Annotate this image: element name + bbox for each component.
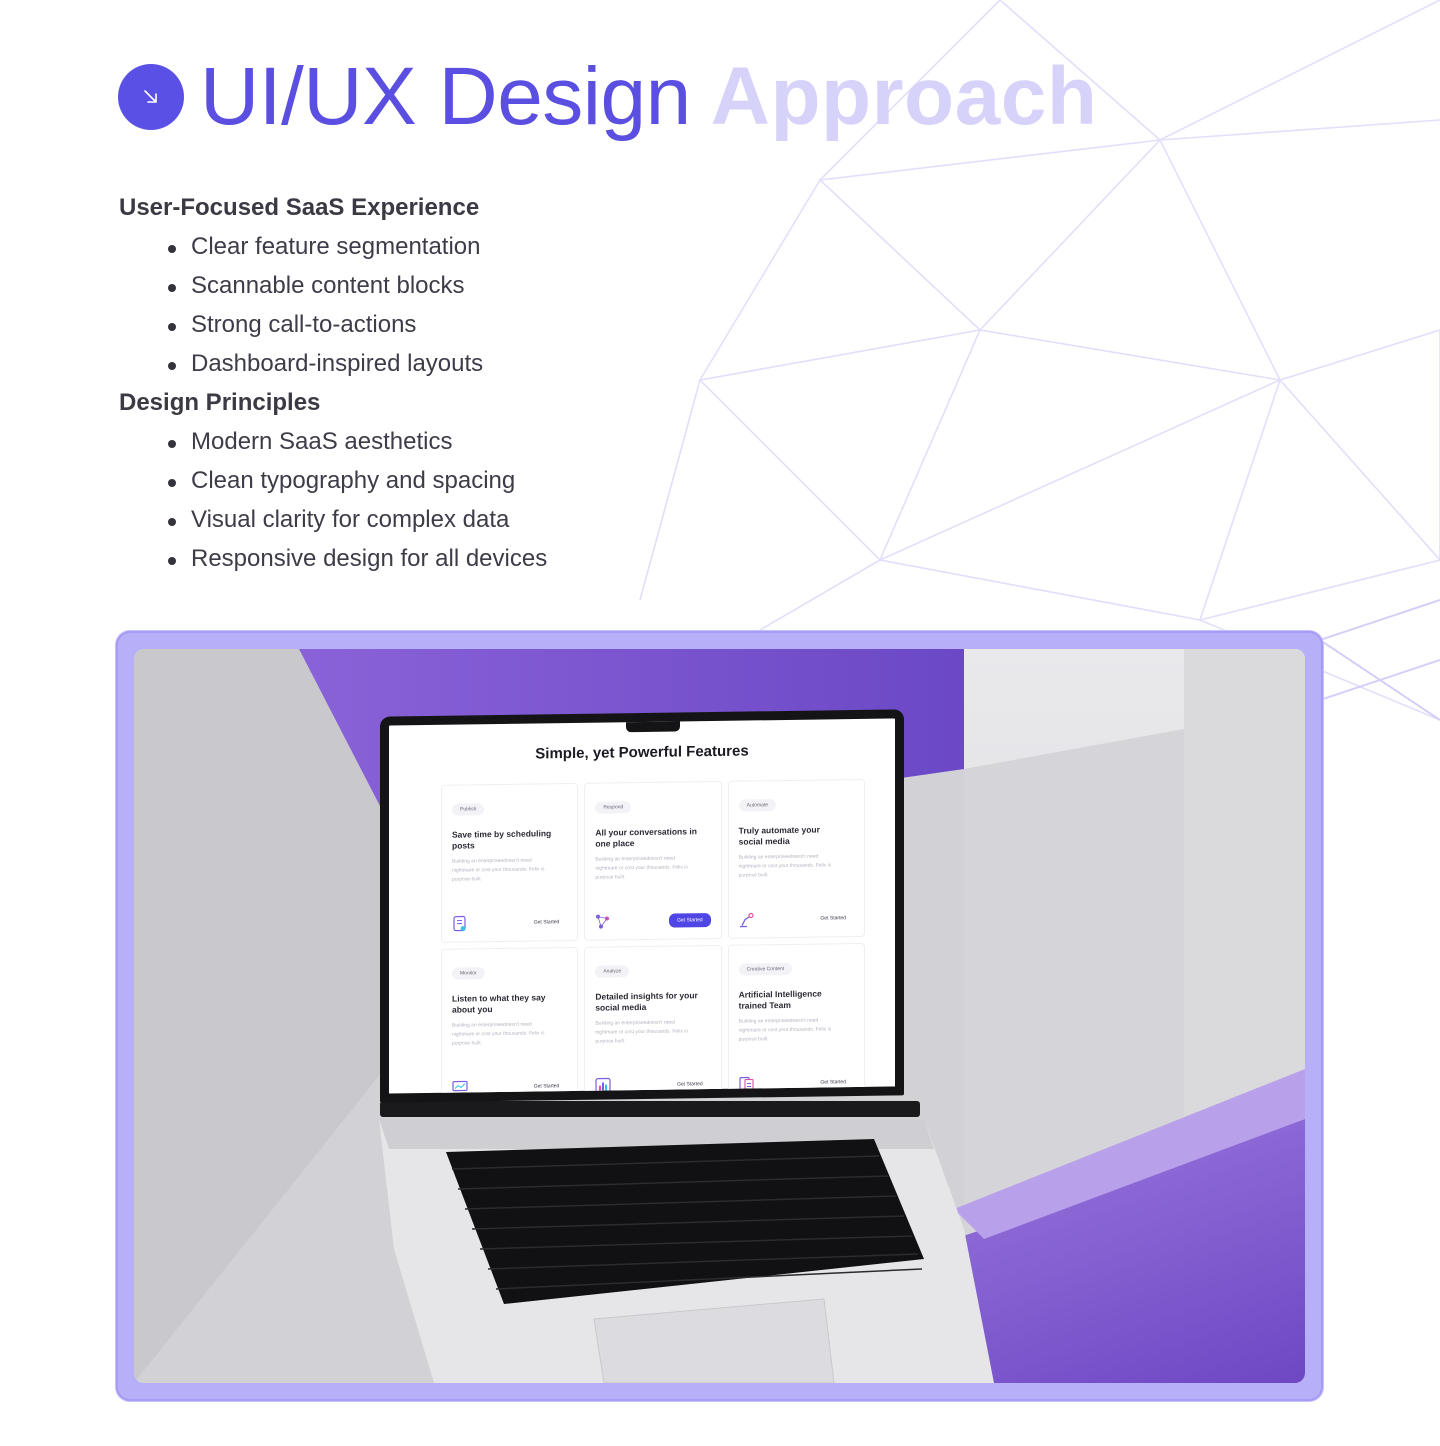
bullet-item: Visual clarity for complex data [167, 502, 819, 541]
nodes-icon [595, 913, 611, 929]
bullet-item: Responsive design for all devices [167, 541, 819, 580]
card-footer: Get Started [595, 1076, 710, 1094]
card-footer: Get Started [739, 1074, 854, 1092]
card-description: Building an enterpriseedoesn't need nigh… [452, 857, 545, 883]
feature-card-grid: Publish Save time by scheduling posts Bu… [441, 778, 865, 1103]
monitor-icon [452, 1079, 468, 1095]
showcase-frame: Simple, yet Powerful Features Publish Sa… [116, 631, 1323, 1401]
bullet-item: Clear feature segmentation [167, 229, 819, 268]
laptop-scene: Simple, yet Powerful Features Publish Sa… [134, 649, 1305, 1383]
bullet-item: Dashboard-inspired layouts [167, 346, 819, 385]
bullet-list-user-focused: Clear feature segmentation Scannable con… [167, 229, 819, 385]
bullet-item: Modern SaaS aesthetics [167, 424, 819, 463]
arrow-down-right-icon [144, 90, 157, 103]
card-footer: Get Started [595, 912, 711, 930]
heading-title: UI/UX Design [200, 51, 691, 142]
card-title: Save time by scheduling posts [452, 828, 552, 851]
page-heading: UI/UX Design Approach [118, 52, 1097, 142]
card-tag: Creative Content [738, 962, 793, 976]
card-tag: Publish [452, 803, 485, 816]
get-started-button[interactable]: Get Started [820, 1079, 846, 1086]
card-description: Building an enterpriseedoesn't need nigh… [738, 1017, 832, 1043]
card-title: All your conversations in one place [595, 826, 697, 849]
bar-chart-icon [595, 1077, 611, 1094]
robot-arm-icon [739, 911, 755, 928]
card-tag: Analyze [595, 965, 630, 978]
get-started-button[interactable]: Get Started [669, 913, 711, 928]
get-started-button[interactable]: Get Started [533, 919, 560, 926]
card-footer: Get Started [452, 1078, 567, 1096]
card-footer: Get Started [739, 910, 854, 928]
feature-card: Analyze Detailed insights for your socia… [584, 944, 722, 1103]
bullet-list-design-principles: Modern SaaS aesthetics Clean typography … [167, 424, 819, 580]
card-tag: Automate [738, 799, 777, 812]
card-tag: Monitor [452, 967, 485, 980]
card-footer: Get Started [452, 914, 567, 932]
card-title: Detailed insights for your social media [595, 990, 698, 1013]
card-description: Building an enterpriseedoesn't need nigh… [595, 855, 688, 881]
feature-card: Creative Content Artificial Intelligence… [727, 942, 865, 1103]
feature-card: Respond All your conversations in one pl… [584, 780, 722, 941]
document-icon [452, 915, 468, 932]
card-title: Truly automate your social media [738, 824, 820, 847]
laptop-screen: Simple, yet Powerful Features Publish Sa… [380, 709, 904, 1103]
bullet-item: Clean typography and spacing [167, 463, 819, 502]
card-title: Artificial Intelligence trained Team [738, 988, 822, 1011]
camera-notch [626, 719, 680, 733]
pages-icon [739, 1075, 755, 1092]
card-tag: Respond [595, 801, 632, 814]
heading-title-faded: Approach [710, 51, 1098, 142]
card-title: Listen to what they say about you [452, 992, 546, 1015]
feature-card: Automate Truly automate your social medi… [727, 778, 865, 939]
get-started-button[interactable]: Get Started [677, 1081, 703, 1088]
card-description: Building an enterpriseedoesn't need nigh… [452, 1021, 545, 1047]
content-sections: User-Focused SaaS Experience Clear featu… [119, 190, 819, 580]
bullet-item: Scannable content blocks [167, 268, 819, 307]
feature-card: Monitor Listen to what they say about yo… [441, 946, 579, 1103]
heading-badge [118, 64, 184, 130]
bullet-item: Strong call-to-actions [167, 307, 819, 346]
feature-card: Publish Save time by scheduling posts Bu… [441, 782, 579, 943]
get-started-button[interactable]: Get Started [820, 915, 846, 922]
section-title-design-principles: Design Principles [119, 389, 321, 416]
mockup-title: Simple, yet Powerful Features [535, 742, 749, 763]
card-description: Building an enterpriseedoesn't need nigh… [738, 853, 832, 879]
get-started-button[interactable]: Get Started [533, 1083, 560, 1090]
card-description: Building an enterpriseedoesn't need nigh… [595, 1019, 688, 1045]
section-title-user-focused: User-Focused SaaS Experience [119, 194, 480, 221]
